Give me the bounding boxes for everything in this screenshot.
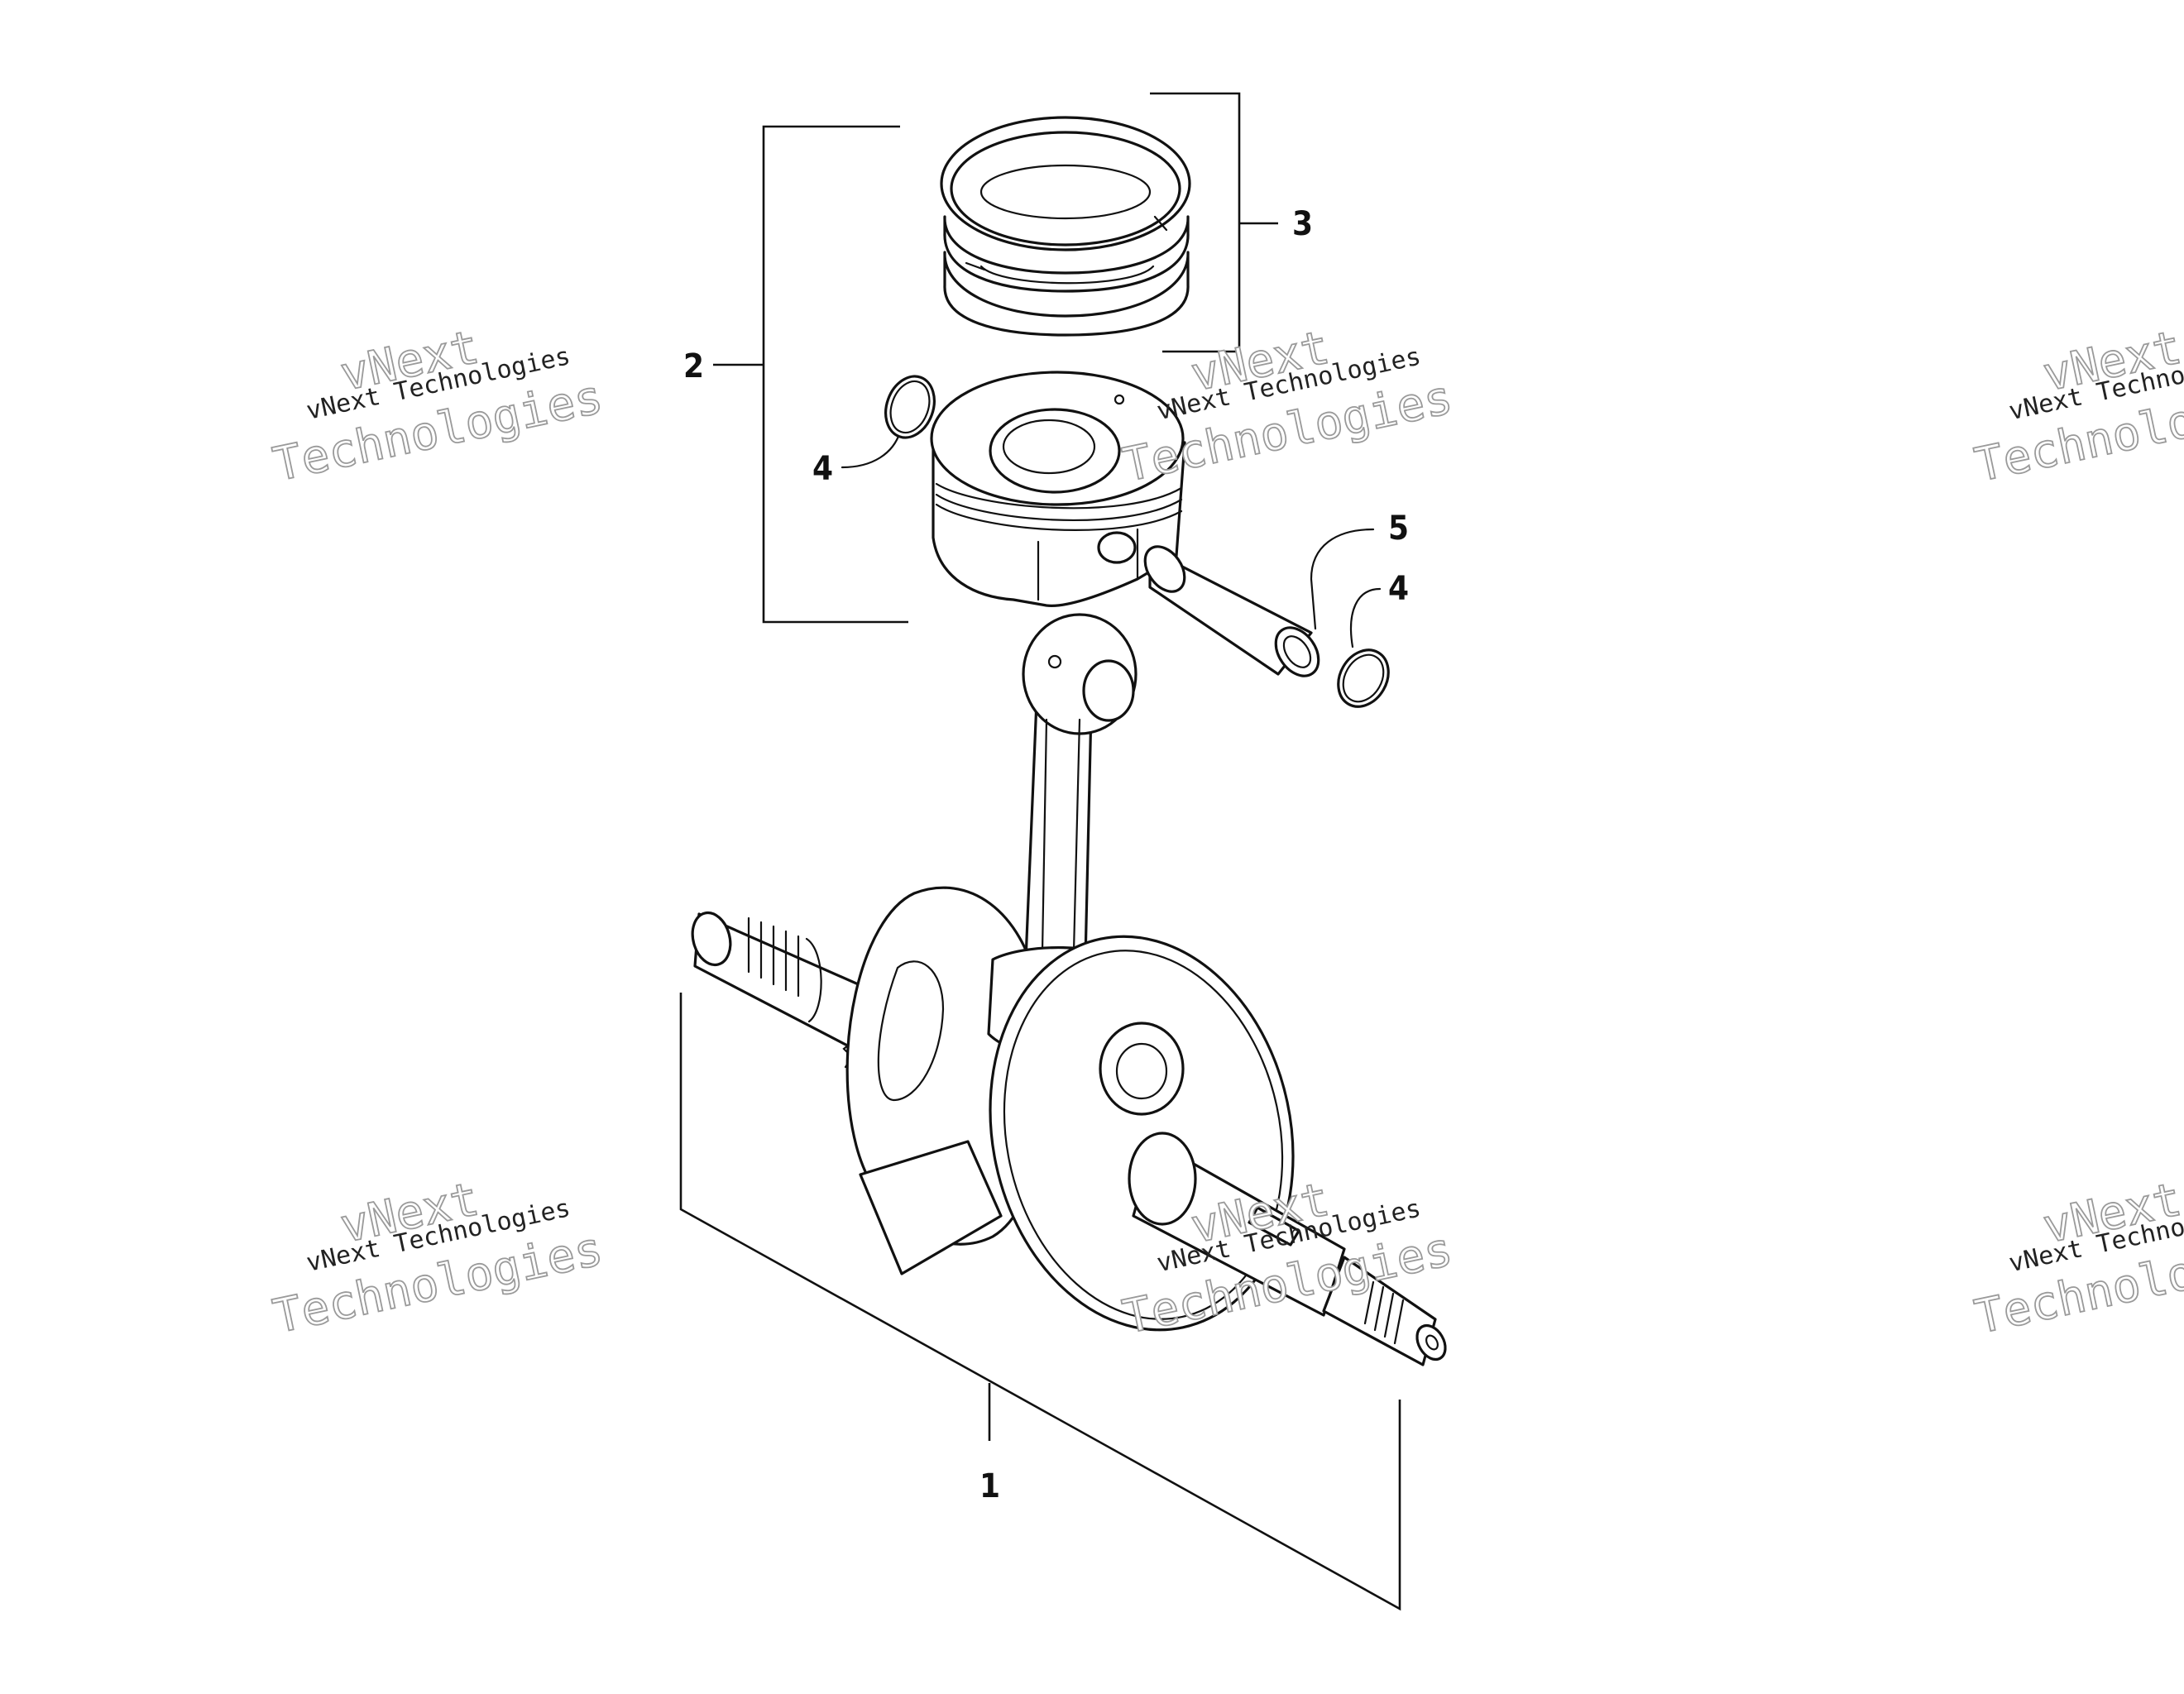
piston-pin — [1143, 545, 1320, 677]
pin-bore — [1282, 635, 1312, 668]
right-shaft-splines — [1363, 1280, 1405, 1345]
right-shaft-shoulder — [1128, 1132, 1197, 1226]
conrod-oil-hole — [1047, 654, 1062, 669]
circlip-right — [1337, 648, 1390, 708]
leader-4a — [841, 430, 902, 469]
crank-counterweight-block — [859, 1140, 1003, 1275]
right-shaft-keyway — [1248, 1206, 1300, 1247]
callout-leaders — [679, 92, 1401, 1611]
left-shaft-end — [691, 911, 732, 967]
callout-4-right: 4 — [1388, 570, 1409, 608]
crank-pin-hole — [1115, 1042, 1168, 1100]
callout-labels: 2 3 4 5 4 1 — [683, 205, 1409, 1505]
leader-5 — [1310, 528, 1375, 630]
conrod-beam-rib — [1041, 718, 1081, 953]
left-shaft-splines — [747, 916, 800, 998]
piston-pin-boss-top — [989, 408, 1121, 494]
ring-inner-edge — [979, 164, 1152, 220]
callout-2: 2 — [683, 347, 704, 385]
crank-web-front-rim — [1003, 950, 1284, 1320]
piston-ring-grooves — [935, 482, 1183, 531]
middle-ring — [943, 215, 1190, 293]
crank-web-back-cutout — [877, 960, 945, 1102]
right-shaft-tip-hole — [1425, 1334, 1439, 1351]
circlip-left-inner — [889, 380, 931, 434]
top-ring-inner — [950, 131, 1181, 246]
right-shaft-tip — [1415, 1323, 1447, 1361]
piston-crown-mark — [1114, 394, 1125, 405]
bracket-1 — [679, 993, 1401, 1611]
conrod-small-end-bore — [1082, 659, 1135, 722]
left-shaft-step — [805, 937, 822, 1023]
callout-5: 5 — [1388, 510, 1409, 548]
watermark-bottom-left: vNext Technologies vNext Technologies — [268, 1171, 608, 1345]
piston-pin-hole — [1097, 531, 1137, 564]
ring-gap — [965, 215, 1168, 271]
watermark-bottom-right: vNext Technol vNext Technolo — [1970, 1172, 2184, 1346]
callout-1: 1 — [979, 1467, 1000, 1505]
leader-4b — [1349, 587, 1382, 648]
watermark-top-center: vNext Technologies vNext Technologies — [1118, 320, 1458, 494]
circlip-right-inner — [1342, 653, 1385, 703]
watermark-top-right: vNext Technol vNext Technolo — [1970, 320, 2184, 494]
pin-end-far — [1143, 545, 1186, 593]
piston — [930, 371, 1186, 607]
crank-pin-boss — [1099, 1022, 1185, 1116]
piston-ring-set — [940, 116, 1191, 337]
pin-end-near — [1274, 626, 1320, 677]
piston-skirt-detail — [1037, 528, 1139, 601]
crankshaft-assembly — [691, 613, 1447, 1366]
bracket-2 — [762, 125, 908, 624]
callout-4-left: 4 — [812, 450, 833, 488]
callout-3: 3 — [1292, 205, 1313, 243]
ring-expander — [979, 265, 1155, 285]
oil-ring — [943, 251, 1190, 337]
watermark-top-left: vNext Technologies vNext Technologies — [268, 319, 608, 493]
piston-pin-bore — [1002, 419, 1096, 475]
